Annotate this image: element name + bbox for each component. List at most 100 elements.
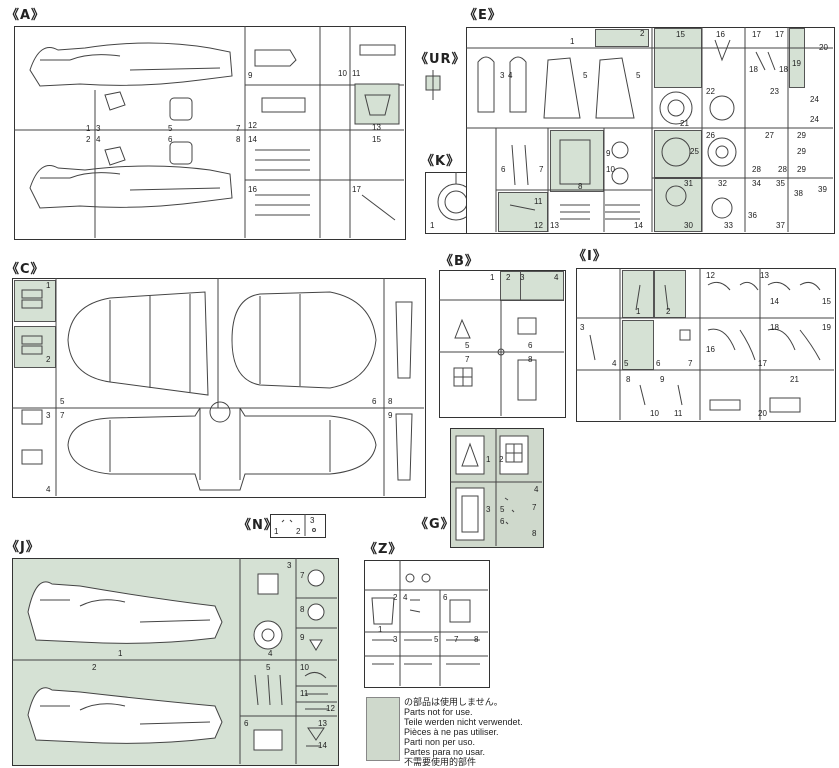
sprue-i-part-8: 8: [626, 375, 631, 384]
sprue-e-part-2: 2: [640, 29, 645, 38]
sprue-e-part-23: 23: [770, 87, 779, 96]
sprue-e-cell-2: [595, 29, 649, 47]
sprue-c-part-4: 4: [46, 485, 51, 494]
sprue-z-part-6: 6: [443, 593, 448, 602]
sprue-c-frame: [12, 278, 426, 498]
sprue-a-part-15: 15: [372, 135, 381, 144]
sprue-e-part-11: 11: [534, 197, 543, 206]
sprue-i-part-9: 9: [660, 375, 665, 384]
sprue-b-part-8: 8: [528, 355, 533, 364]
sprue-a-part-16: 16: [248, 185, 257, 194]
legend-line-it: Parti non per uso.: [404, 737, 476, 747]
sprue-j-label: 《J》: [6, 540, 40, 555]
sprue-c-part-2: 2: [46, 355, 51, 364]
sprue-k-label: 《K》: [421, 154, 461, 169]
sprue-e-part-19: 19: [792, 59, 801, 68]
sprue-n-part-3: 3: [310, 516, 315, 525]
sprue-c-part-5: 5: [60, 397, 65, 406]
sprue-z-part-4: 4: [403, 593, 408, 602]
sprue-j-part-1: 1: [118, 649, 123, 658]
sprue-a-part-8: 8: [236, 135, 241, 144]
sprue-c-part-3: 3: [46, 411, 51, 420]
sprue-j-part-5: 5: [266, 663, 271, 672]
sprue-e-part-36: 36: [748, 211, 757, 220]
sprue-e-part-18: 18: [749, 65, 758, 74]
sprue-e-part-6: 6: [501, 165, 506, 174]
sprue-e-cell-12: [498, 192, 548, 232]
sprue-g-part-3: 3: [486, 505, 491, 514]
sprue-e-part-24: 24: [810, 95, 819, 104]
sprue-a-part-12: 12: [248, 121, 257, 130]
sprue-i-label: 《I》: [573, 249, 607, 264]
sprue-g-part-6: 6: [500, 517, 505, 526]
sprue-e-part-39: 39: [818, 185, 827, 194]
sprue-i-part-21: 21: [790, 375, 799, 384]
sprue-e-part-8: 8: [578, 182, 583, 191]
sprue-e-part-15: 15: [676, 30, 685, 39]
sprue-i-part-17: 17: [758, 359, 767, 368]
sprue-e-part-29: 29: [797, 131, 806, 140]
sprue-i-part-19: 19: [822, 323, 831, 332]
sprue-e-cell-30: [654, 178, 702, 232]
sprue-i-part-5: 5: [624, 359, 629, 368]
sprue-e-part-4: 4: [508, 71, 513, 80]
sprue-a-part-6: 6: [168, 135, 173, 144]
sprue-i-part-3: 3: [580, 323, 585, 332]
sprue-b-part-3: 3: [520, 273, 525, 282]
sprue-z-part-2: 2: [393, 593, 398, 602]
sprue-z-part-1: 1: [378, 625, 383, 634]
sprue-c-cell-1: [14, 280, 56, 322]
sprue-e-part-34: 34: [752, 179, 761, 188]
legend-line-en: Parts not for use.: [404, 707, 473, 717]
sprue-b-cell-3: [520, 271, 564, 301]
sprue-e-part-7: 7: [539, 165, 544, 174]
sprue-e-part-14: 14: [634, 221, 643, 230]
sprue-i-cell-5: [622, 320, 654, 370]
sprue-c-label: 《C》: [6, 262, 45, 277]
sprue-e-part-1: 1: [570, 37, 575, 46]
legend-swatch: [366, 697, 400, 761]
sprue-j-part-12: 12: [326, 704, 335, 713]
sprue-z-part-3: 3: [393, 635, 398, 644]
sprue-e-part-5: 5: [583, 71, 588, 80]
sprue-n-part-1: 1: [274, 527, 279, 536]
sprue-e-part-5b: 5: [636, 71, 641, 80]
sprue-e-part-28b: 28: [778, 165, 787, 174]
sprue-i-part-12: 12: [706, 271, 715, 280]
sprue-i-part-15: 15: [822, 297, 831, 306]
sprue-e-part-12: 12: [534, 221, 543, 230]
sprue-e-part-3: 3: [500, 71, 505, 80]
sprue-a-label: 《A》: [6, 8, 46, 23]
sprue-e-part-9: 9: [606, 149, 611, 158]
sprue-b-label: 《B》: [440, 254, 479, 269]
sprue-i-part-11: 11: [674, 409, 683, 418]
sprue-j-part-9: 9: [300, 633, 305, 642]
sprue-b-part-2: 2: [506, 273, 511, 282]
sprue-j-part-3: 3: [287, 561, 292, 570]
sprue-i-part-6: 6: [656, 359, 661, 368]
sprue-i-part-13: 13: [760, 271, 769, 280]
sprue-j-part-2: 2: [92, 663, 97, 672]
sprue-i-part-18: 18: [770, 323, 779, 332]
sprue-i-part-14: 14: [770, 297, 779, 306]
sprue-c-part-6: 6: [372, 397, 377, 406]
sprue-a-part-7: 7: [236, 124, 241, 133]
legend-line-zh: 不需要使用的部件: [404, 757, 477, 767]
sprue-i-part-1: 1: [636, 307, 641, 316]
sprue-a-part-9: 9: [248, 71, 253, 80]
sprue-e-part-10: 10: [606, 165, 615, 174]
sprue-e-part-20: 20: [819, 43, 828, 52]
sprue-j-part-8: 8: [300, 605, 305, 614]
sprue-e-cell-8: [550, 130, 604, 192]
sprue-e-part-13: 13: [550, 221, 559, 230]
sprue-b-part-4: 4: [554, 273, 559, 282]
sprue-e-part-29c: 29: [797, 165, 806, 174]
sprue-b-part-5: 5: [465, 341, 470, 350]
sprue-j-part-6: 6: [244, 719, 249, 728]
